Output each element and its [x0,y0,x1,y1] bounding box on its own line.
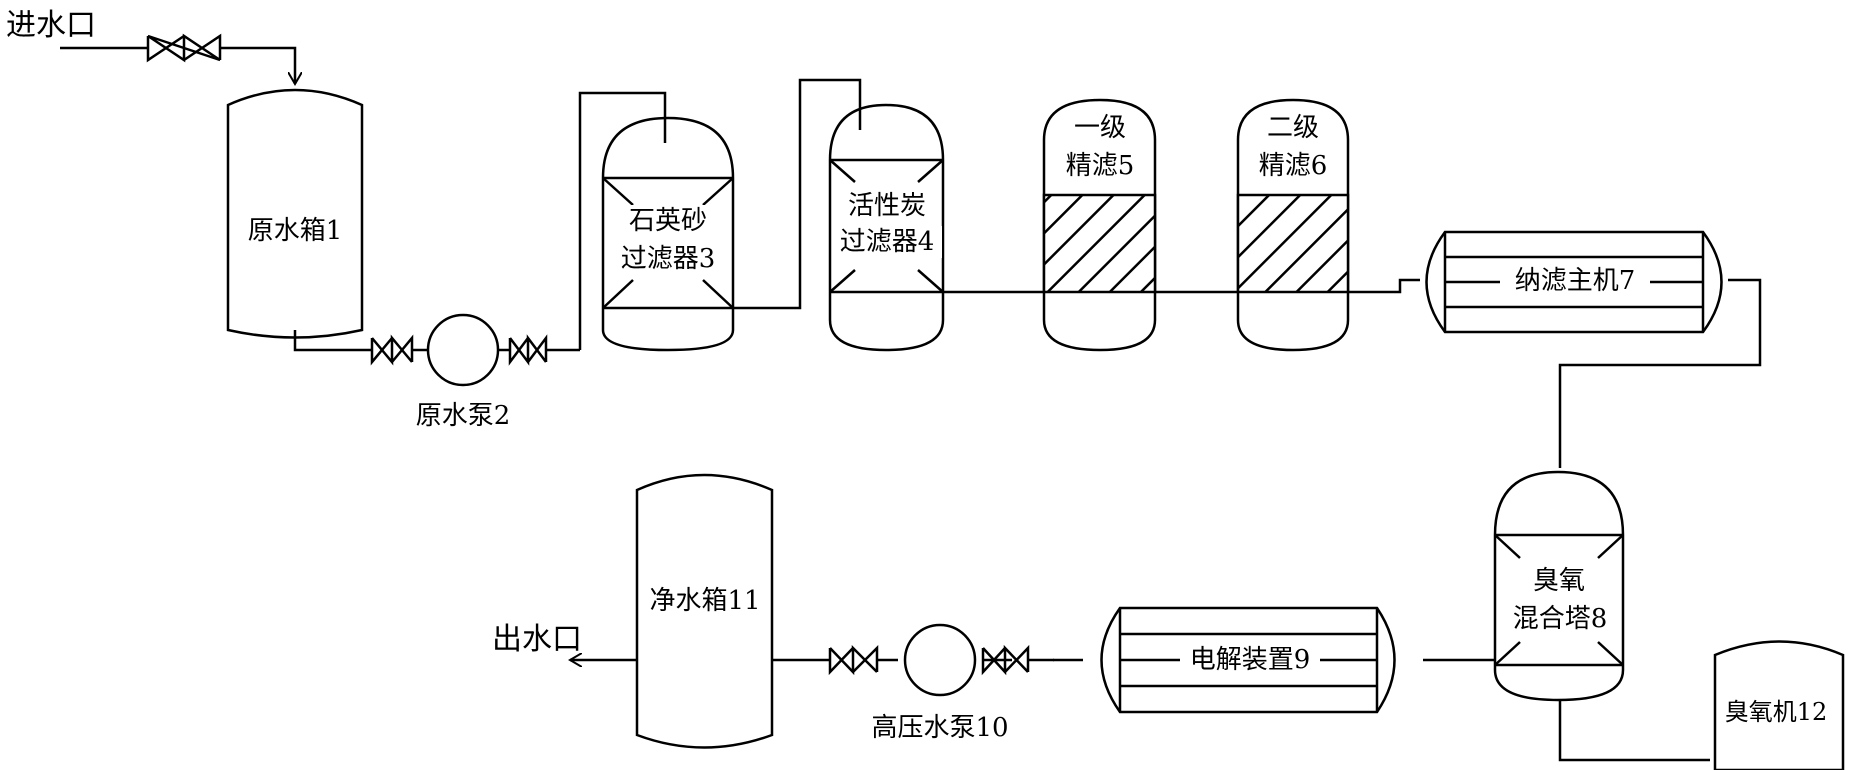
ozone-tower-label-2: 混合塔8 [1505,603,1615,635]
hp-pump-label: 高压水泵10 [871,713,1009,743]
valve-icon [146,33,222,63]
valve-icon [370,334,414,366]
valve-icon [828,644,879,676]
carbon-filter-label-1: 活性炭 [840,190,934,222]
valve-icon [981,644,1030,676]
pipe-lines [60,46,1762,762]
fine-filter-2-label-2: 精滤6 [1258,151,1328,181]
hp-pump-icon [903,623,977,697]
clean-tank-vessel [635,473,774,749]
electrolysis-label: 电解装置9 [1180,645,1320,675]
raw-tank-label: 原水箱1 [247,216,343,246]
ozone-generator-vessel [1713,640,1845,770]
valve-icon [508,334,548,366]
fine-filter-1-label-2: 精滤5 [1065,151,1135,181]
raw-pump-label: 原水泵2 [415,401,511,431]
quartz-filter-label-2: 过滤器3 [615,243,721,275]
clean-tank-label: 净水箱11 [649,586,761,616]
carbon-filter-label-2: 过滤器4 [832,226,942,258]
outlet-label: 出水口 [492,622,582,657]
raw-tank-vessel [226,88,364,339]
quartz-filter-label-1: 石英砂 [615,205,721,237]
raw-pump-icon [426,313,500,387]
fine-filter-2-vessel [1236,98,1350,352]
fine-filter-2-label-1: 二级 [1266,113,1319,143]
fine-filter-1-label-1: 一级 [1073,113,1126,143]
fine-filter-1-vessel [1042,98,1157,352]
ozone-generator-label: 臭氧机12 [1724,698,1828,726]
fine-filter-2-media [1236,193,1350,294]
nanofiltration-label: 纳滤主机7 [1500,266,1650,296]
ozone-tower-label-1: 臭氧 [1515,565,1603,597]
inlet-label: 进水口 [6,8,96,43]
fine-filter-1-media [1042,193,1157,294]
